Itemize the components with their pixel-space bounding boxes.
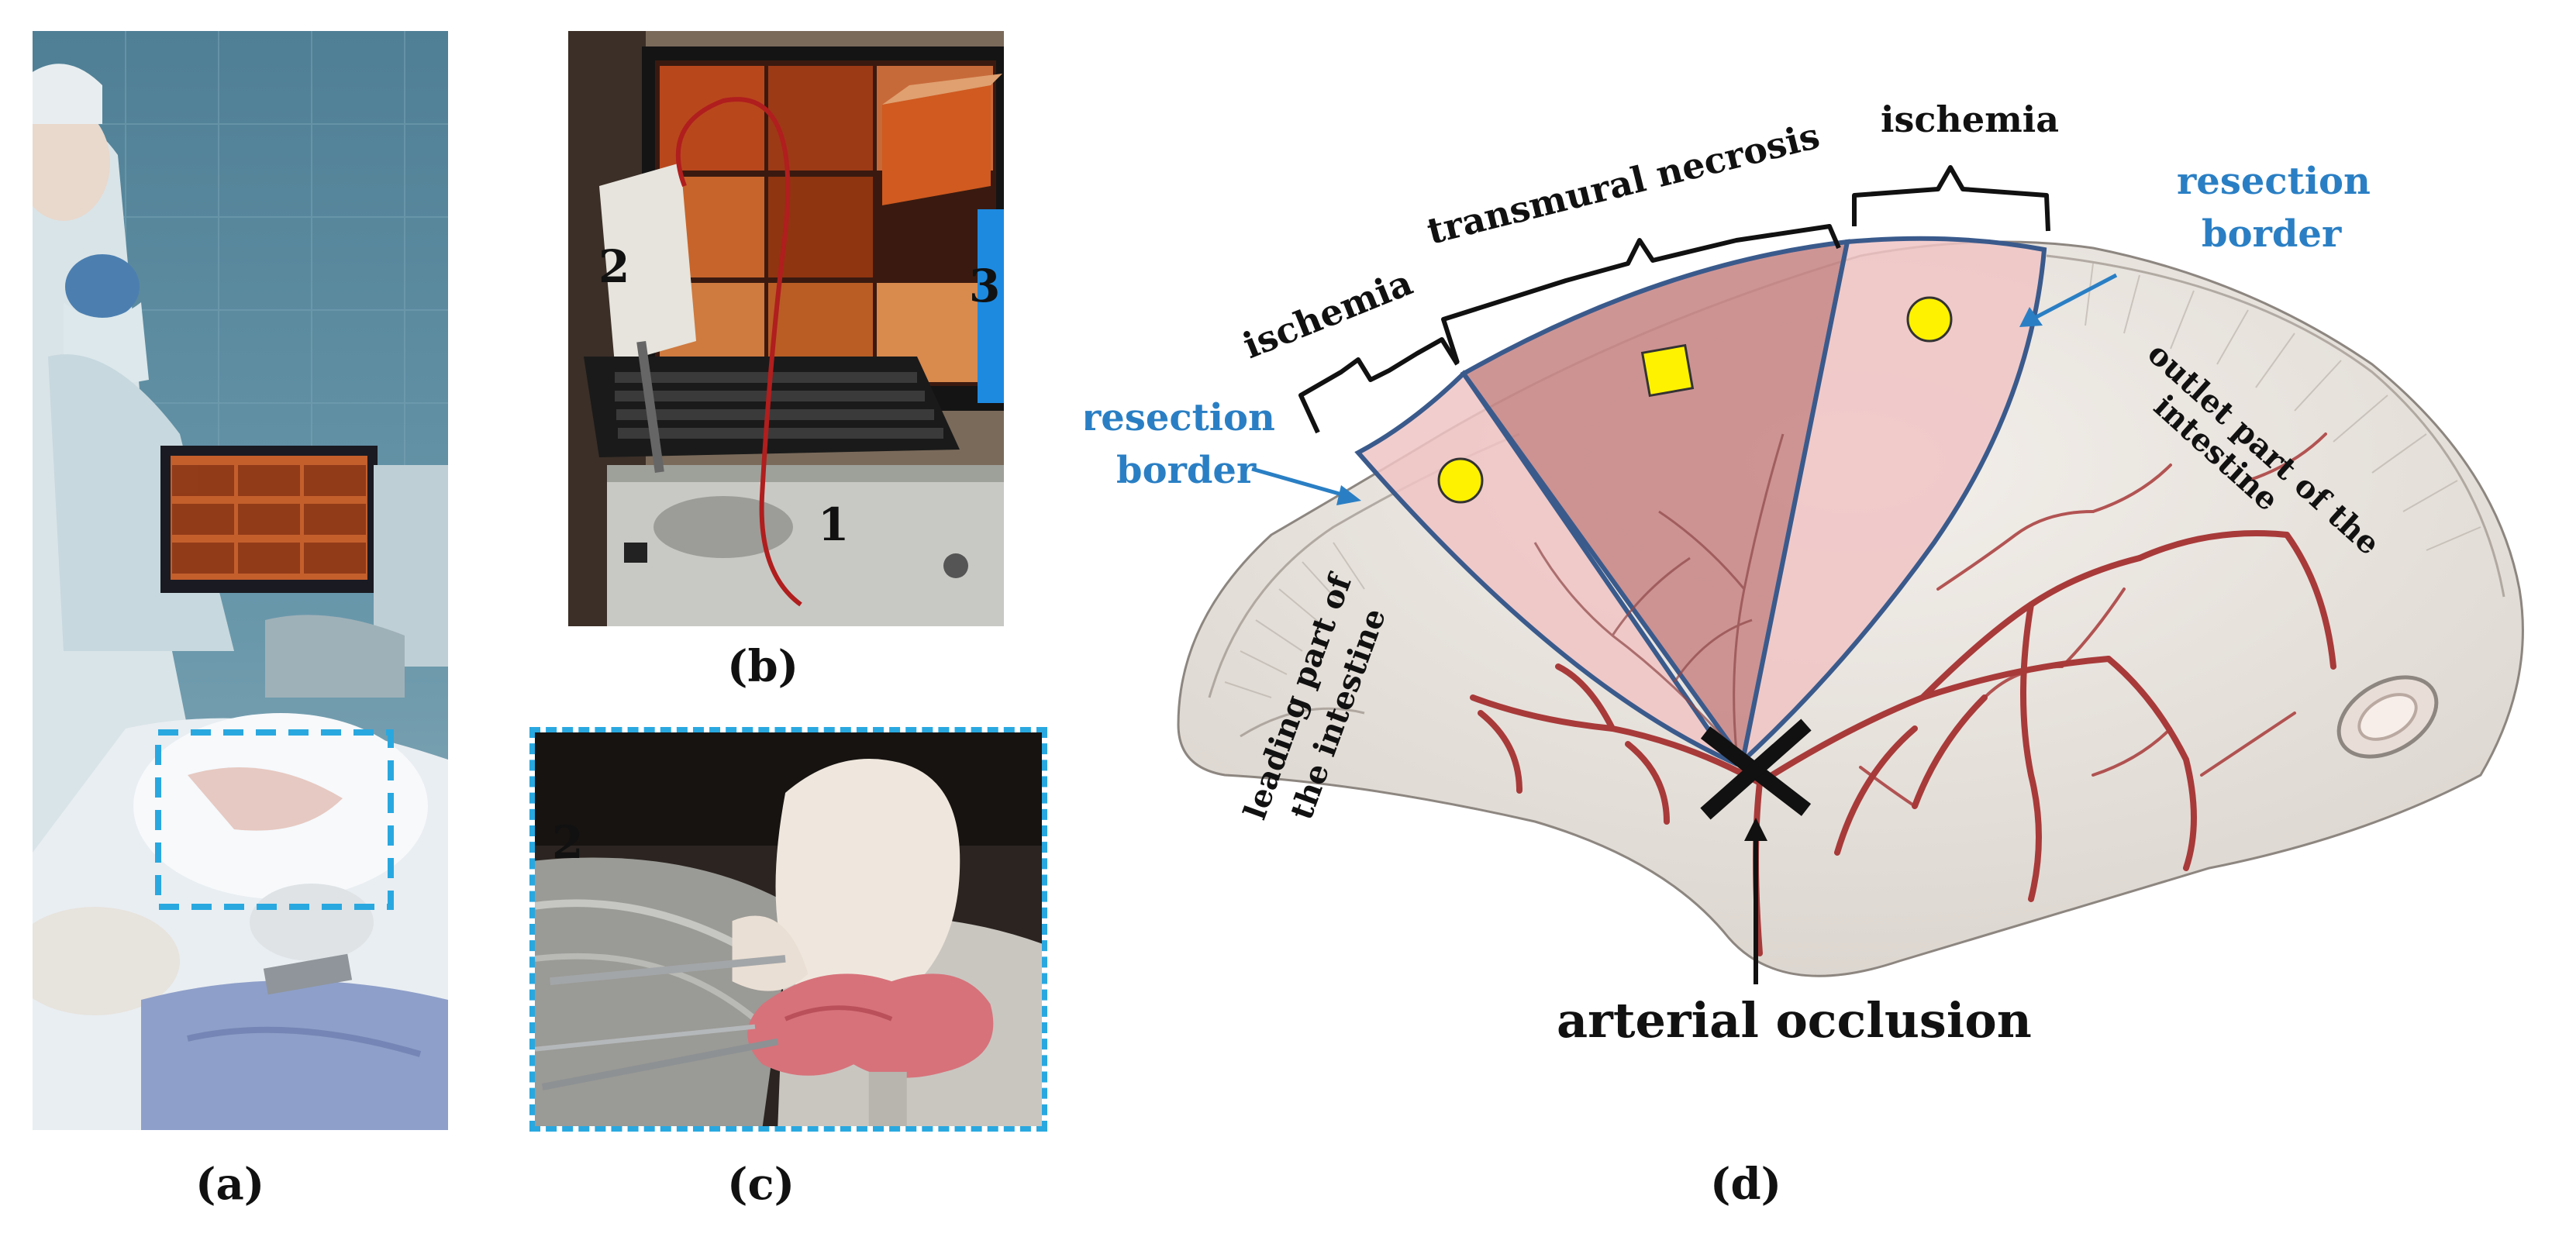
brace-ischemia-right — [1852, 165, 2050, 232]
intestine-diagram: ischemia transmural necrosis ischemia re… — [1085, 98, 2524, 1049]
label-resection-border-right-1: resection — [2177, 160, 2371, 203]
marker-1-device: 1 — [818, 498, 850, 551]
segment-transmural-necrosis — [1460, 239, 1850, 767]
label-ischemia-right: ischemia — [1881, 98, 2059, 140]
occlusion-arrow — [1744, 818, 1767, 984]
segment-ischemia-right — [1739, 236, 2047, 768]
panel-label-b: (b) — [727, 641, 799, 692]
panel-label-c: (c) — [727, 1159, 795, 1210]
label-resection-border-left-1: resection — [1085, 396, 1275, 439]
panel-label-a: (a) — [195, 1159, 265, 1210]
marker-2-probe-field: 2 — [552, 816, 584, 869]
intestine-lumen — [2336, 675, 2439, 759]
marker-circle-right — [1906, 296, 1953, 343]
occlusion-cross-icon — [1700, 718, 1812, 820]
label-resection-border-right-2: border — [2202, 212, 2342, 256]
photo-oct-device — [568, 31, 1004, 626]
label-transmural-necrosis: transmural necrosis — [1423, 115, 1824, 253]
label-resection-border-left-2: border — [1116, 449, 1257, 492]
resection-arrow-left — [1251, 467, 1361, 505]
marker-square-necrosis — [1640, 343, 1695, 398]
marker-3-monitor: 3 — [969, 260, 1001, 312]
label-ischemia-left: ischemia — [1237, 261, 1419, 367]
resection-arrow-right — [2019, 273, 2118, 327]
label-arterial-occlusion: arterial occlusion — [1557, 992, 2032, 1049]
panel-label-d: (d) — [1710, 1159, 1782, 1210]
photo-operating-room — [33, 31, 448, 1130]
brace-ischemia-left — [1298, 337, 1460, 434]
photo-surgical-field — [529, 727, 1047, 1132]
marker-circle-left — [1437, 457, 1484, 504]
marker-2-probe: 2 — [598, 240, 630, 293]
brace-transmural-necrosis — [1441, 224, 1841, 364]
